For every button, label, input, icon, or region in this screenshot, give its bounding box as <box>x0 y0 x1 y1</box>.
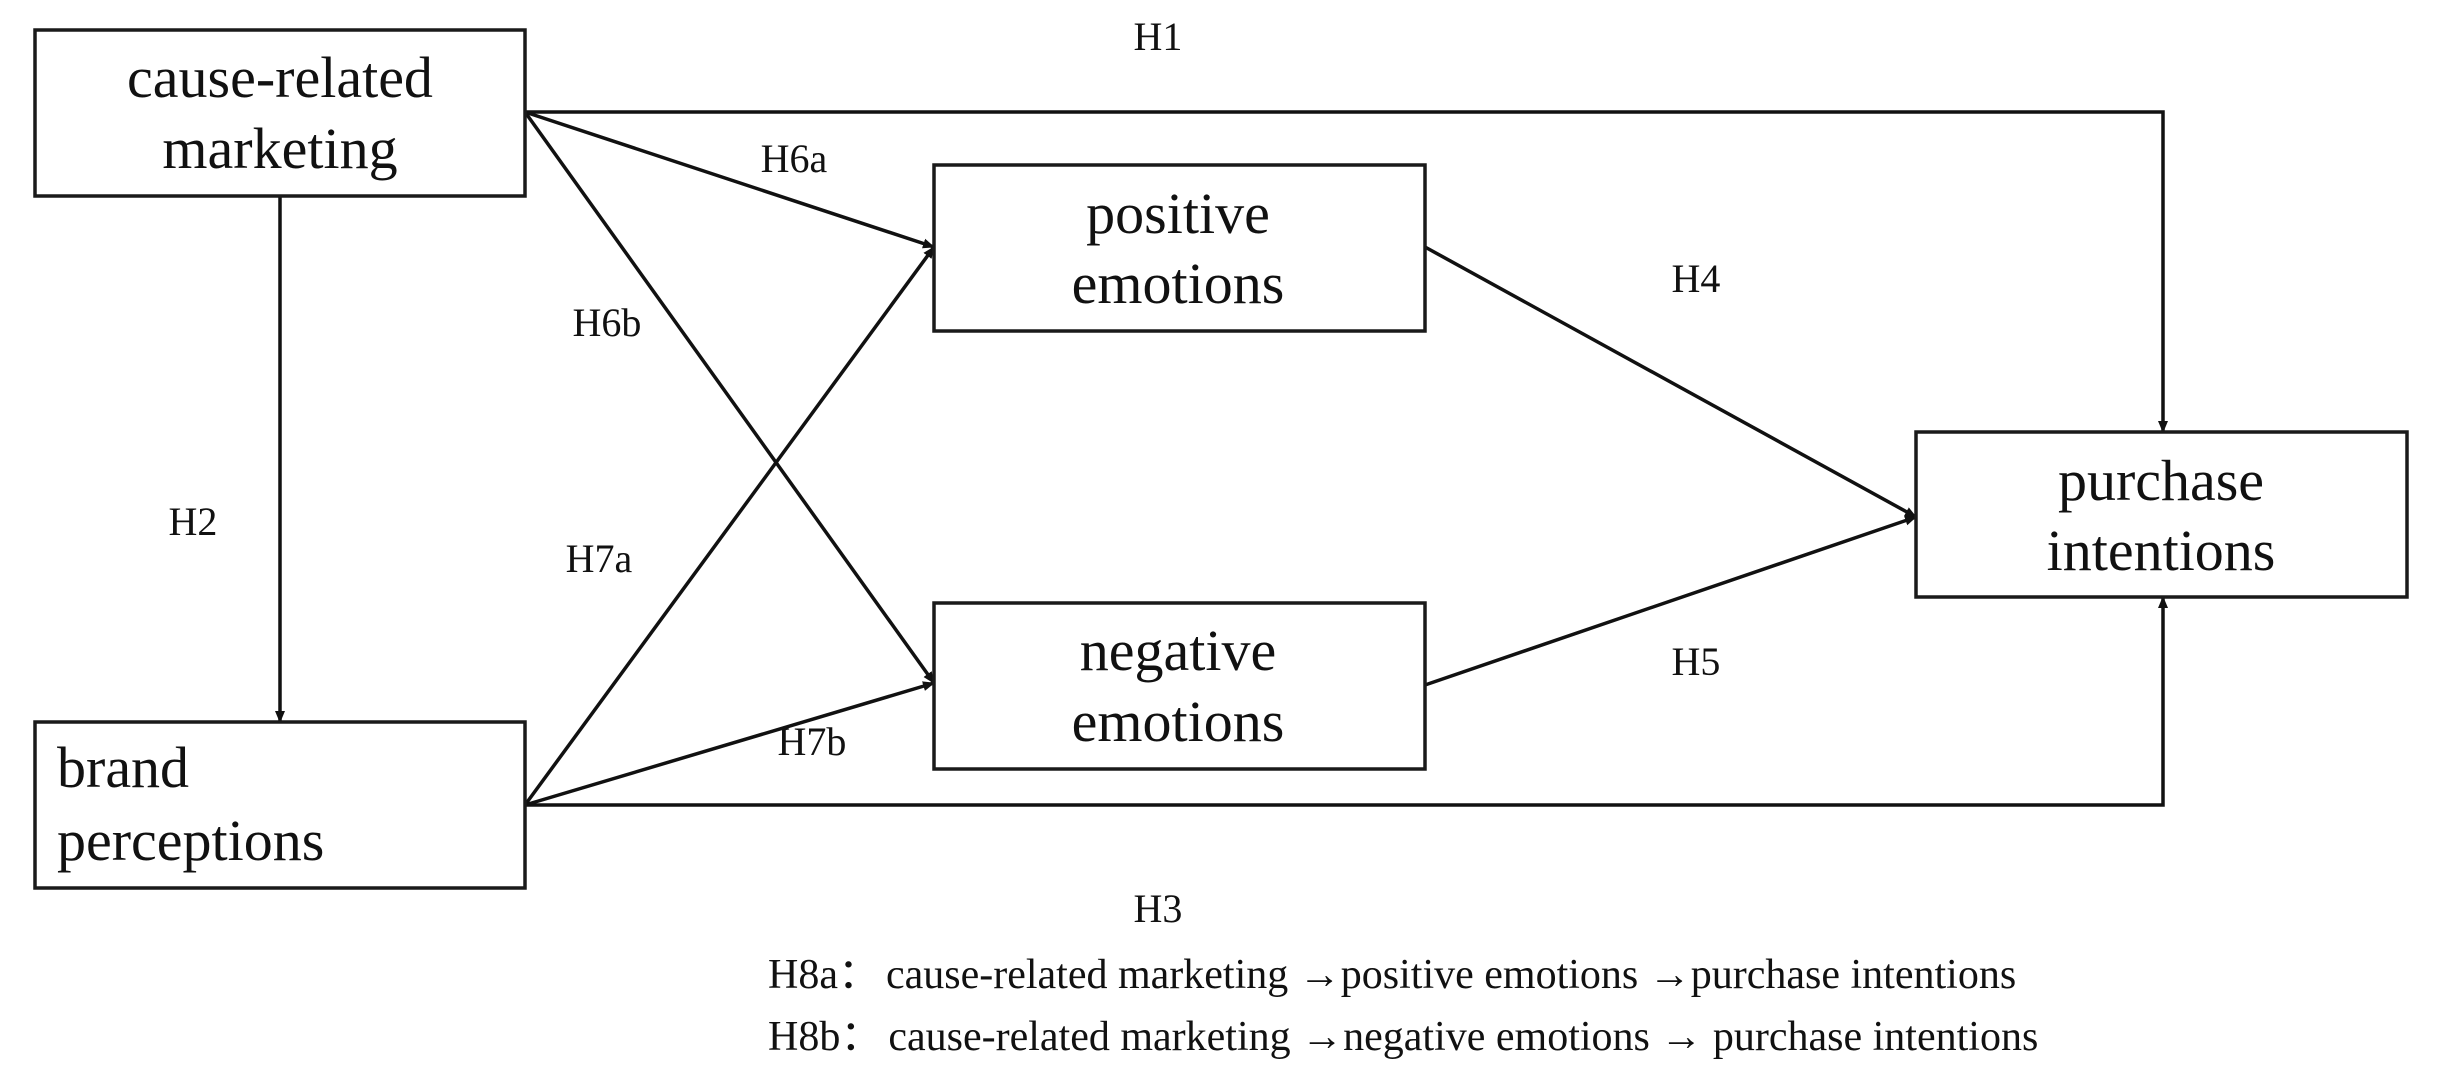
edge-h6a <box>524 110 935 249</box>
node-ne-line1: negative <box>1080 618 1276 683</box>
note-h8a: H8a：cause-related marketing →positive em… <box>768 952 2016 998</box>
node-pi-line1: purchase <box>2058 448 2264 513</box>
node-purchase-intentions: purchase intentions <box>1914 430 2409 599</box>
edge-h3 <box>525 596 2168 807</box>
node-crm-line1: cause-related <box>127 45 433 110</box>
label-h7b: H7b <box>778 719 847 764</box>
edge-h4 <box>1424 245 1917 519</box>
node-crm-line2: marketing <box>162 116 397 181</box>
note-h8b: H8b：cause-related marketing →negative em… <box>768 1014 2038 1060</box>
label-h2: H2 <box>169 499 218 544</box>
label-h6b: H6b <box>573 300 642 345</box>
node-pi-line2: intentions <box>2047 518 2276 583</box>
edge-h6b <box>523 110 936 685</box>
edge-h7b <box>524 681 935 807</box>
label-h3: H3 <box>1134 886 1183 931</box>
label-h5: H5 <box>1672 639 1721 684</box>
node-bp-line2: perceptions <box>57 808 324 873</box>
node-brand-perceptions: brand perceptions <box>33 720 527 890</box>
label-h7a: H7a <box>566 536 633 581</box>
node-negative-emotions: negative emotions <box>932 601 1427 771</box>
note-h8a-text: cause-related marketing →positive emotio… <box>886 952 2016 998</box>
label-h1: H1 <box>1134 14 1183 59</box>
note-h8b-label: H8b： <box>768 1014 882 1060</box>
label-h4: H4 <box>1672 256 1721 301</box>
node-pe-line1: positive <box>1086 181 1270 246</box>
note-h8a-label: H8a： <box>768 952 880 998</box>
node-positive-emotions: positive emotions <box>932 163 1427 333</box>
label-h6a: H6a <box>761 136 828 181</box>
node-bp-line1: brand <box>57 735 189 800</box>
edge-h5 <box>1424 515 1917 687</box>
note-h8b-text: cause-related marketing →negative emotio… <box>888 1014 2038 1060</box>
edge-h7a <box>523 245 936 807</box>
node-cause-related-marketing: cause-related marketing <box>33 28 527 198</box>
edge-h1 <box>525 110 2168 433</box>
node-ne-line2: emotions <box>1072 689 1285 754</box>
node-pe-line2: emotions <box>1072 251 1285 316</box>
